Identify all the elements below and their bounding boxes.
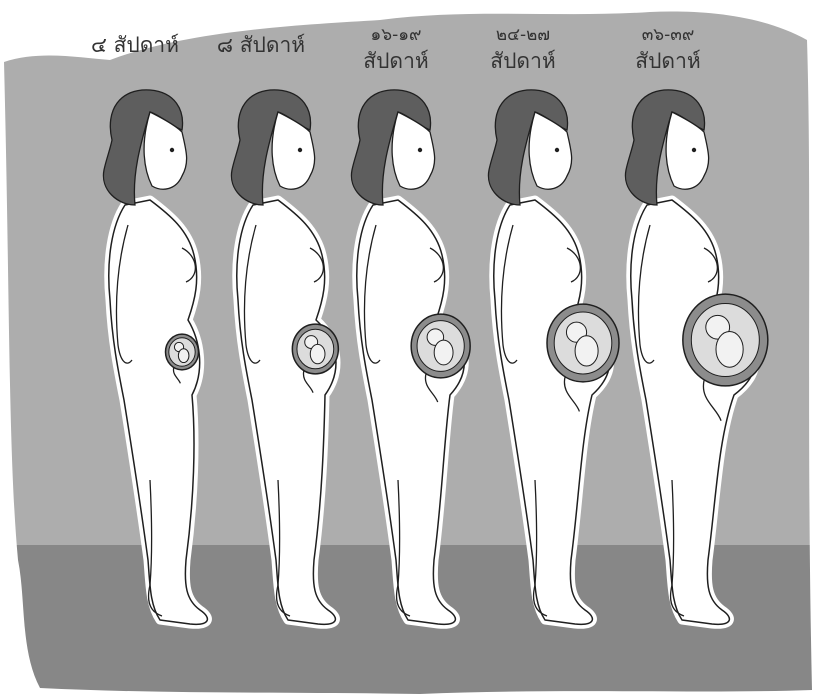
stage-unit: ๘ สัปดาห์ — [206, 32, 316, 58]
stage-unit: สัปดาห์ — [478, 48, 568, 74]
eye — [418, 148, 422, 152]
stage-unit: สัปดาห์ — [623, 48, 713, 74]
fetus-body — [310, 344, 325, 363]
stage-label-5: ๓๖-๓๙ สัปดาห์ — [623, 22, 713, 74]
fetus-body — [575, 336, 598, 366]
stage-unit: สัปดาห์ — [351, 48, 441, 74]
stage-label-3: ๑๖-๑๙ สัปดาห์ — [351, 22, 441, 74]
stage-label-4: ๒๔-๒๗ สัปดาห์ — [478, 22, 568, 74]
stage-unit: ๔ สัปดาห์ — [80, 32, 190, 58]
stage-label-1: ๔ สัปดาห์ — [80, 32, 190, 58]
fetus-body — [434, 340, 453, 365]
stage-label-2: ๘ สัปดาห์ — [206, 32, 316, 58]
eye — [298, 148, 302, 152]
fetus-body — [178, 349, 189, 363]
stage-range: ๓๖-๓๙ — [623, 22, 713, 48]
stage-range: ๒๔-๒๗ — [478, 22, 568, 48]
fetus-body — [716, 332, 743, 368]
eye — [692, 148, 696, 152]
stage-range: ๑๖-๑๙ — [351, 22, 441, 48]
eye — [170, 148, 174, 152]
eye — [555, 148, 559, 152]
